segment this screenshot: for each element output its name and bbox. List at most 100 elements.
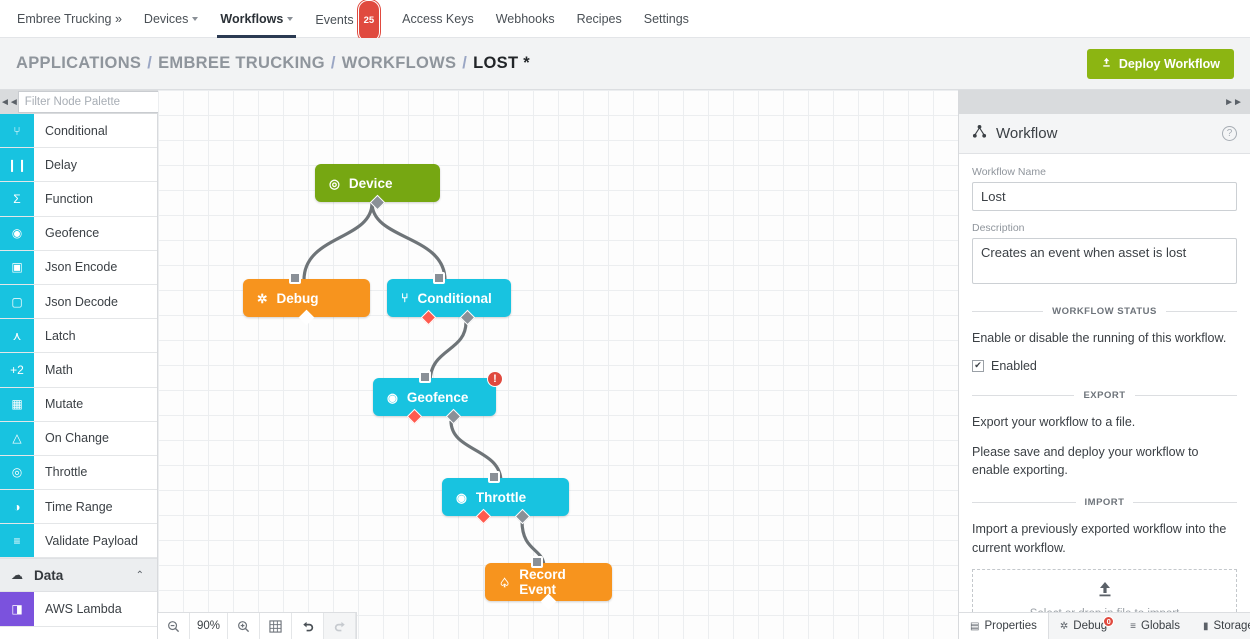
collapse-right-icon[interactable]: ►► (1224, 96, 1243, 108)
breadcrumb-separator: / (462, 54, 468, 72)
triangle-icon: △ (0, 421, 34, 455)
help-icon[interactable]: ? (1222, 126, 1237, 141)
upload-icon (1095, 580, 1115, 605)
palette-node-label: Math (45, 362, 73, 377)
workflow-node-device[interactable]: ◎Device (315, 164, 440, 211)
node-input-port[interactable] (419, 371, 431, 383)
panel-topbar: ►► (959, 90, 1250, 114)
node-input-port[interactable] (433, 272, 445, 284)
palette-node-on-change[interactable]: △On Change (0, 421, 157, 456)
palette-node-time-range[interactable]: ◑Time Range (0, 490, 157, 525)
nav-item-label: Embree Trucking » (17, 11, 122, 26)
palette-node-latch[interactable]: ⋏Latch (0, 319, 157, 354)
workflow-node-throttle[interactable]: ◉Throttle (442, 471, 569, 525)
palette-node-conditional[interactable]: ⑂Conditional (0, 114, 157, 149)
node-error-badge[interactable]: ! (487, 371, 503, 387)
palette-node-throttle[interactable]: ◎Throttle (0, 455, 157, 491)
node-input-port[interactable] (531, 556, 543, 568)
chevron-up-icon[interactable]: ⌃ (135, 569, 144, 581)
palette-group-data[interactable]: ☁ Data ⌃ (0, 558, 157, 593)
throttle-icon: ◎ (0, 455, 34, 490)
palette-node-label: Mutate (45, 397, 84, 412)
workflow-node-label: Record Event (519, 567, 566, 597)
nav-item-workflows[interactable]: Workflows (209, 0, 304, 38)
tab-storage[interactable]: ▮Storage (1192, 613, 1250, 639)
pause-icon: ❙❙ (0, 148, 34, 182)
breadcrumb-item-1[interactable]: EMBREE TRUCKING (158, 54, 325, 72)
branch-icon: ⑂ (0, 114, 34, 148)
palette-node-geofence[interactable]: ◉Geofence (0, 216, 157, 251)
node-input-port[interactable] (488, 471, 500, 483)
palette-node-delay[interactable]: ❙❙ Delay (0, 148, 157, 183)
undo-icon[interactable] (292, 613, 324, 639)
workflow-node-geofence[interactable]: ◉Geofence! (373, 371, 503, 425)
palette-node-aws-lambda[interactable]: ◨ AWS Lambda (0, 592, 157, 627)
nav-item-devices[interactable]: Devices (133, 0, 209, 38)
tab-globals[interactable]: ≡Globals (1119, 613, 1192, 639)
nav-item-settings[interactable]: Settings (633, 0, 700, 38)
palette-group-label: Data (34, 567, 64, 583)
palette-node-label: Json Decode (45, 294, 118, 309)
palette-node-json-decode[interactable]: ▢Json Decode (0, 284, 157, 320)
tab-label: Globals (1141, 620, 1180, 632)
nav-item-label: Access Keys (402, 11, 474, 26)
zoom-out-icon[interactable] (158, 613, 190, 639)
palette-node-label: Validate Payload (45, 533, 138, 548)
palette-node-mutate[interactable]: ▦Mutate (0, 387, 157, 422)
collapse-left-icon[interactable]: ◄◄ (0, 96, 19, 108)
workflow-name-input[interactable] (972, 182, 1237, 211)
breadcrumb-item-0[interactable]: APPLICATIONS (16, 54, 142, 72)
tab-properties[interactable]: ▤Properties (959, 613, 1049, 639)
import-dropzone[interactable]: Select or drop in file to import (972, 568, 1237, 612)
filter-node-palette-input[interactable] (17, 91, 186, 113)
nav-item-webhooks[interactable]: Webhooks (485, 0, 566, 38)
enabled-checkbox-row[interactable]: ✔ Enabled (972, 359, 1237, 373)
device-icon: ◎ (329, 176, 340, 191)
palette-node-label: AWS Lambda (45, 602, 122, 617)
zoom-in-icon[interactable] (228, 613, 260, 639)
workflow-node-conditional[interactable]: ⑂Conditional (387, 272, 511, 326)
workflow-node-label: Throttle (475, 489, 527, 505)
canvas-grid (158, 90, 958, 639)
nav-item-embree-trucking[interactable]: Embree Trucking » (6, 0, 133, 38)
nav-item-label: Devices (143, 11, 189, 26)
palette-node-label: Json Encode (45, 260, 118, 275)
export-text: Export your workflow to a file. (972, 414, 1136, 429)
workflow-node-debug[interactable]: ✲Debug (243, 272, 370, 326)
debug-count-badge: 0 (1103, 616, 1115, 627)
nav-item-label: Webhooks (495, 11, 555, 26)
description-textarea[interactable]: Creates an event when asset is lost (972, 238, 1237, 284)
palette-header: ◄◄ (0, 90, 186, 114)
panel-body: Workflow Name Description Creates an eve… (959, 154, 1250, 612)
palette-node-label: Delay (45, 157, 77, 172)
palette-node-validate-payload[interactable]: ≡ Validate Payload (0, 524, 157, 559)
workflow-node-record-event[interactable]: ♤Record Event (485, 556, 612, 610)
cloud-icon: ☁ (11, 568, 23, 583)
palette-node-json-encode[interactable]: ▣Json Encode (0, 250, 157, 285)
latch-icon: ⋏ (0, 319, 34, 353)
enabled-checkbox[interactable]: ✔ (972, 359, 984, 372)
document-icon: ▤ (970, 620, 980, 632)
zoom-level-label[interactable]: 90% (190, 613, 228, 639)
export-label: EXPORT (1083, 389, 1126, 401)
nav-item-recipes[interactable]: Recipes (566, 0, 633, 38)
workflow-node-label: Geofence (406, 389, 469, 405)
breadcrumb-separator: / (330, 54, 336, 72)
bug-icon: ✲ (257, 291, 268, 306)
tab-label: Storage (1213, 620, 1250, 632)
nav-item-access-keys[interactable]: Access Keys (391, 0, 485, 38)
grid-icon[interactable] (260, 613, 292, 639)
lambda-icon: ◨ (0, 592, 34, 626)
workflow-canvas[interactable]: ◎Device ✲Debug ⑂Conditional ◉Geofence! ◉Thro… (158, 90, 958, 639)
breadcrumb-item-2[interactable]: WORKFLOWS (341, 54, 457, 72)
workflow-icon (972, 124, 987, 144)
node-input-port[interactable] (289, 272, 301, 284)
events-count-badge: 25 (357, 0, 381, 42)
checklist-icon: ≡ (0, 524, 34, 558)
deploy-workflow-button[interactable]: Deploy Workflow (1086, 49, 1234, 79)
